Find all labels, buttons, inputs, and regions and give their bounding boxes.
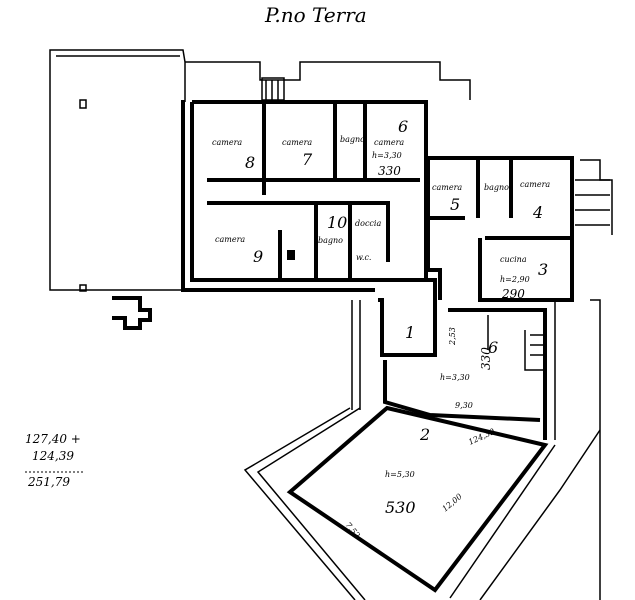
room-number: 8 bbox=[245, 153, 255, 172]
salone bbox=[243, 405, 601, 600]
note-line: 127,40 + bbox=[25, 432, 81, 446]
terrace-outline bbox=[49, 49, 471, 330]
room-label: camera bbox=[215, 235, 245, 244]
room-number: 4 bbox=[532, 203, 543, 222]
height-label: h=5,30 bbox=[385, 470, 415, 479]
height-label: h=3,30 bbox=[372, 151, 402, 160]
room-label: bagno bbox=[484, 183, 509, 192]
room-label: bagno bbox=[340, 135, 365, 144]
room-number: 7 bbox=[302, 150, 313, 169]
room-number: 6 bbox=[488, 338, 498, 357]
room-number: 5 bbox=[450, 195, 460, 214]
room-label: camera bbox=[374, 138, 404, 147]
room-number: 10 bbox=[327, 213, 347, 232]
height-mark: 290 bbox=[501, 287, 525, 301]
height-mark: 330 bbox=[378, 164, 401, 178]
room-label: camera bbox=[520, 180, 550, 189]
right-wing bbox=[426, 156, 613, 302]
height-mark: 530 bbox=[385, 498, 416, 517]
room-number: 3 bbox=[538, 260, 548, 279]
room-number: 6 bbox=[398, 117, 408, 136]
plan-title: P.no Terra bbox=[264, 3, 367, 27]
room-label: camera bbox=[432, 183, 462, 192]
dimension-label: 12,00 bbox=[441, 492, 464, 514]
room-number: 9 bbox=[253, 247, 263, 266]
height-mark: 330 bbox=[479, 347, 493, 370]
hall-wing bbox=[351, 278, 601, 600]
area-label: 9,30 bbox=[455, 401, 473, 410]
room-number: 1 bbox=[405, 323, 415, 342]
room-label: bagno bbox=[318, 236, 343, 245]
main-wing bbox=[181, 77, 428, 292]
room-label: camera bbox=[282, 138, 312, 147]
note-line: 124,39 bbox=[32, 449, 74, 463]
room-label: doccia bbox=[355, 219, 381, 228]
room-number: 2 bbox=[419, 425, 430, 444]
room-label: cucina bbox=[500, 255, 527, 264]
note-line: 251,79 bbox=[27, 475, 70, 489]
height-label: h=3,30 bbox=[440, 373, 470, 382]
stair-dim: 2,53 bbox=[448, 327, 457, 346]
room-label: camera bbox=[212, 138, 242, 147]
height-label: h=2,90 bbox=[500, 275, 530, 284]
room-label: w.c. bbox=[356, 253, 371, 262]
